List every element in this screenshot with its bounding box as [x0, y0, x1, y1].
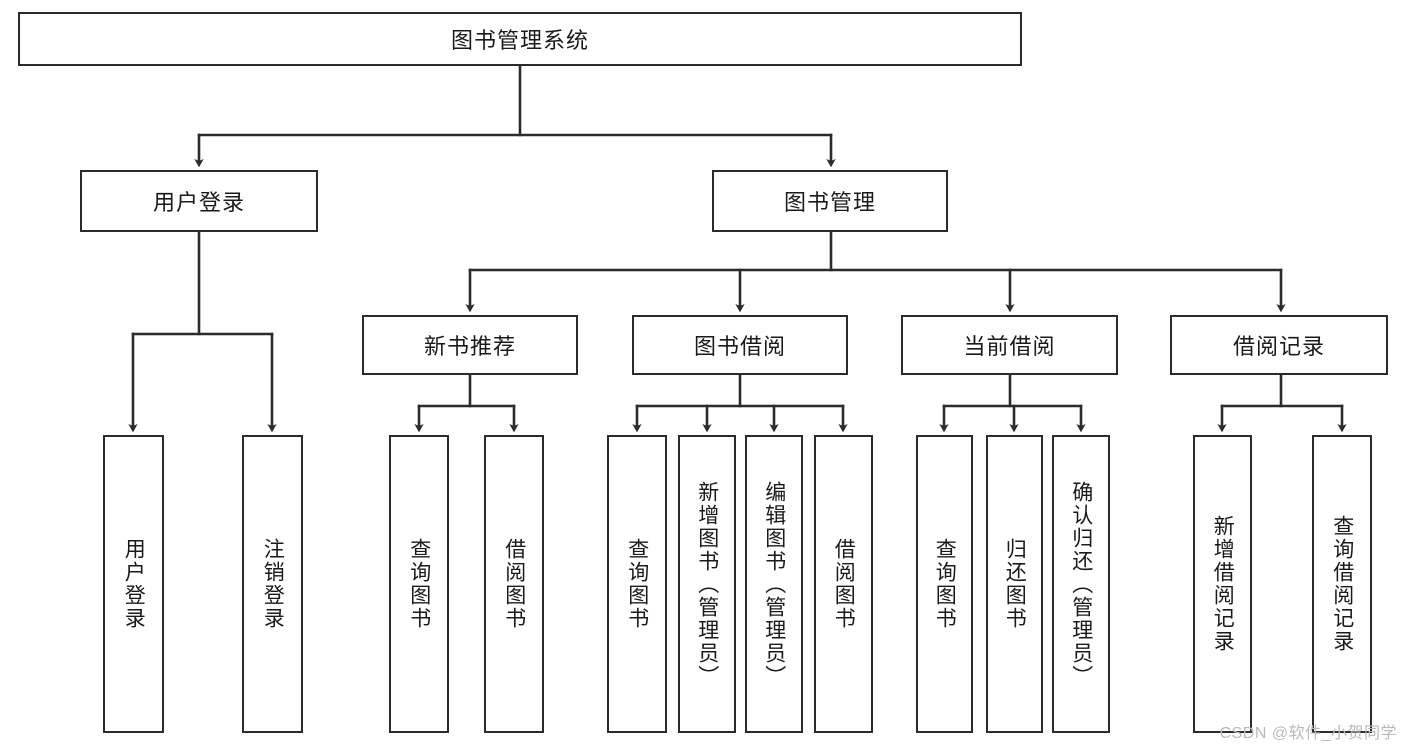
leaf-edit-book[interactable]: 编辑图书（管理员） [745, 435, 803, 733]
leaf-query-book-3[interactable]: 查询图书 [916, 435, 973, 733]
leaf-logout-login[interactable]: 注销登录 [242, 435, 303, 733]
leaf-query-book-1-label: 查询图书 [407, 538, 431, 630]
leaf-borrow-book-1-label: 借阅图书 [502, 538, 526, 630]
leaf-logout-login-label: 注销登录 [261, 538, 285, 630]
leaf-add-book[interactable]: 新增图书（管理员） [678, 435, 736, 733]
leaf-add-record-label: 新增借阅记录 [1211, 515, 1235, 653]
csdn-watermark: CSDN @软件_小贺同学 [1219, 725, 1397, 742]
node-book-manage-label: 图书管理 [783, 190, 876, 215]
node-book-borrow-label: 图书借阅 [693, 334, 786, 359]
leaf-add-book-label: 新增图书（管理员） [695, 480, 719, 688]
node-book-borrow[interactable]: 图书借阅 [632, 315, 848, 375]
leaf-return-book-label: 归还图书 [1003, 538, 1027, 630]
node-borrow-record[interactable]: 借阅记录 [1170, 315, 1388, 375]
node-new-book-recommend[interactable]: 新书推荐 [362, 315, 578, 375]
leaf-query-book-3-label: 查询图书 [933, 538, 957, 630]
node-user-login[interactable]: 用户登录 [80, 170, 318, 232]
leaf-query-book-2-label: 查询图书 [625, 538, 649, 630]
node-current-borrow[interactable]: 当前借阅 [901, 315, 1118, 375]
leaf-confirm-return-label: 确认归还（管理员） [1069, 480, 1093, 688]
leaf-query-book-2[interactable]: 查询图书 [607, 435, 667, 733]
leaf-return-book[interactable]: 归还图书 [986, 435, 1043, 733]
leaf-borrow-book-2-label: 借阅图书 [832, 538, 856, 630]
node-root[interactable]: 图书管理系统 [18, 12, 1022, 66]
node-user-login-label: 用户登录 [152, 190, 245, 215]
leaf-borrow-book-1[interactable]: 借阅图书 [484, 435, 544, 733]
node-current-borrow-label: 当前借阅 [963, 334, 1056, 359]
leaf-query-book-1[interactable]: 查询图书 [389, 435, 449, 733]
leaf-query-record-label: 查询借阅记录 [1330, 515, 1354, 653]
leaf-query-record[interactable]: 查询借阅记录 [1312, 435, 1372, 733]
node-borrow-record-label: 借阅记录 [1232, 334, 1325, 359]
leaf-borrow-book-2[interactable]: 借阅图书 [814, 435, 873, 733]
node-root-label: 图书管理系统 [450, 28, 589, 53]
leaf-confirm-return[interactable]: 确认归还（管理员） [1052, 435, 1110, 733]
leaf-edit-book-label: 编辑图书（管理员） [762, 480, 786, 688]
leaf-user-login-label: 用户登录 [122, 538, 146, 630]
leaf-add-record[interactable]: 新增借阅记录 [1193, 435, 1252, 733]
node-book-manage[interactable]: 图书管理 [712, 170, 948, 232]
leaf-user-login[interactable]: 用户登录 [103, 435, 164, 733]
node-new-book-recommend-label: 新书推荐 [423, 334, 516, 359]
